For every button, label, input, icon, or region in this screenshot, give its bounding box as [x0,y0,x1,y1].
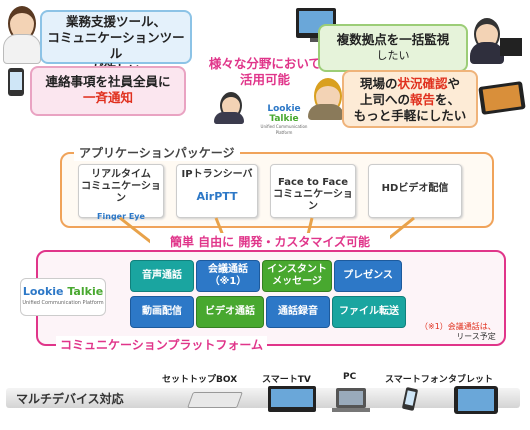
logo-lookie-talkie-top: Lookie Talkie Unified Communication Plat… [260,104,308,135]
bubble-text: 複数拠点を一括監視 [336,32,450,47]
piece-instant-message: インスタントメッセージ [262,260,332,292]
bubble-text: 連絡事項を社員全員に [45,74,171,89]
laptop-icon [332,388,370,412]
piece-file-transfer: ファイル転送 [332,296,406,328]
device-label-pc: PC [343,372,357,382]
card-text: HDビデオ配信 [381,183,449,194]
slogan-text: 活用可能 [239,72,290,87]
platform-title: コミュニケーションプラットフォーム [56,336,268,353]
device-label-smartphone: スマートフォン [385,375,448,385]
card-text: Face to Face [277,177,349,188]
card-text: リアルタイム [91,169,151,180]
card-face-to-face: Face to Face コミュニケーション [270,164,356,218]
card-text: コミュニケーション [81,181,161,204]
slogan-text: 様々な分野において [208,56,322,71]
bubble-field-report: 現場の状況確認や 上司への報告を、 もっと手軽にしたい [342,70,478,128]
device-label-stb: セットトップBOX [162,375,238,385]
bubble-text: 上司への [359,92,410,107]
customize-text: 簡単 自由に 開発・カスタマイズ可能 [150,233,390,250]
bubble-highlight: 状況確認 [397,76,448,91]
bubble-text: 業務支援ツール、 [65,14,166,29]
logo-lookie-talkie-platform: Lookie Talkie Unified Communication Plat… [20,278,106,316]
bubble-text: を、 [435,92,461,107]
bubble-business-tools: 業務支援ツール、 コミュニケーションツール が欲しい [40,10,192,77]
piece-video-call: ビデオ通話 [196,296,264,328]
device-label-smart-tv: スマートTV [262,375,311,385]
bubble-monitor-sites: 複数拠点を一括監視 したい [318,24,468,72]
card-ip-transceiver: IPトランシーバ AirPTT [176,164,258,218]
bubble-text: もっと手軽にしたい [353,108,467,123]
tablet-icon [454,386,498,414]
card-text: IPトランシーバ [181,169,253,180]
card-realtime-communication: リアルタイム コミュニケーション Finger Eye [78,164,164,221]
bubble-text: したい [376,49,410,62]
piece-conference-call: 会議通話（※1） [196,260,260,292]
center-slogan: 様々な分野において 活用可能 [190,56,340,88]
bubble-text: 現場の [359,76,398,91]
bubble-highlight: 報告 [409,92,435,107]
bubble-text: や [447,76,461,91]
app-package-title: アプリケーションパッケージ [74,144,240,161]
platform-note: （※1）会議通話は、 リース予定 [420,322,496,341]
piece-call-recording: 通話録音 [266,296,330,328]
smartphone-icon [8,68,24,96]
multi-device-bar [6,388,520,408]
smart-tv-icon [268,386,316,412]
card-text: コミュニケーション [273,189,353,212]
card-hd-video: HDビデオ配信 [368,164,462,218]
multi-device-title: マルチデバイス対応 [16,392,124,406]
bubble-text: コミュニケーションツール [47,30,185,61]
card-brand: AirPTT [196,190,238,203]
bubble-text: 一斉通知 [82,90,133,105]
device-label-tablet: タブレット [448,375,494,385]
piece-voice-call: 音声通話 [130,260,194,292]
card-brand: Finger Eye [97,212,145,221]
piece-video-streaming: 動画配信 [130,296,194,328]
bubble-notify-all: 連絡事項を社員全員に 一斉通知 [30,66,186,116]
piece-presence: プレゼンス [334,260,402,292]
set-top-box-icon [187,392,243,408]
